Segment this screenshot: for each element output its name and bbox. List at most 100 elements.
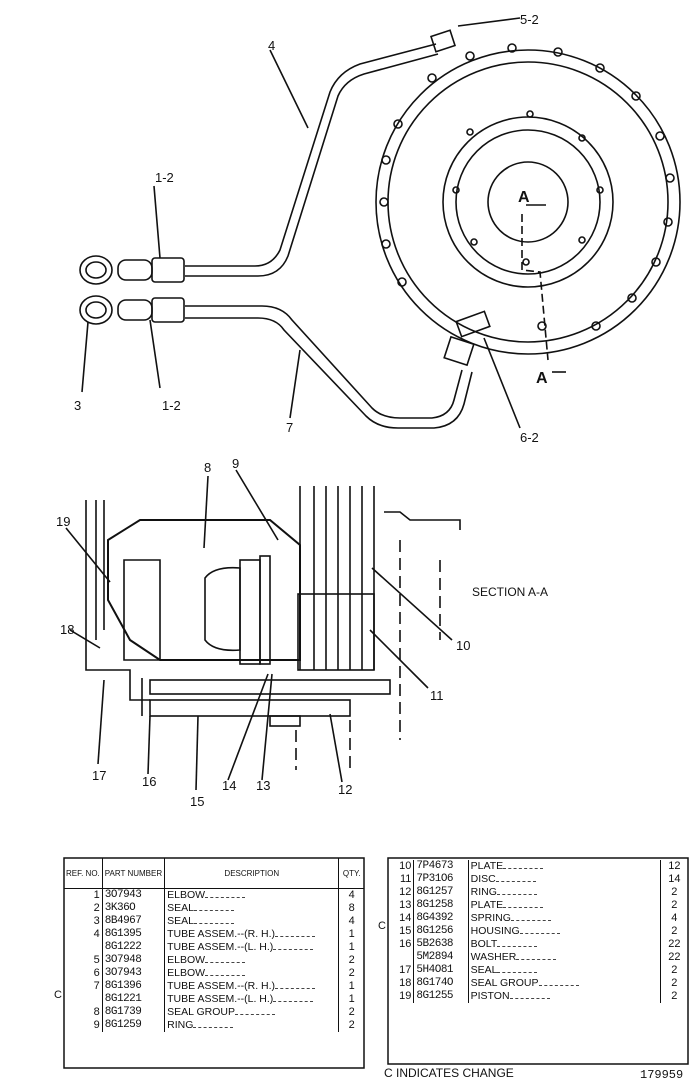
description-text: SPRING (470, 912, 511, 924)
cell-ref: 16 (388, 938, 415, 951)
cell-qty: 2 (671, 899, 678, 911)
cell-qty: 1 (348, 993, 355, 1005)
cell-ref: 19 (388, 990, 415, 1003)
leader-dashes (510, 920, 551, 921)
cell-ref: 12 (388, 886, 415, 899)
description-text: DISC (470, 873, 496, 885)
callout-11: 11 (430, 688, 444, 703)
cell-part: 3O7948 (102, 954, 166, 967)
leader-dashes (516, 959, 557, 960)
header-qty: QTY. (342, 868, 361, 878)
cell-desc: SEAL GROUP (164, 1006, 340, 1019)
cell-part: 8G1396 (102, 980, 166, 993)
callout-1-2-upper: 1-2 (155, 170, 174, 185)
cell-part: 8G1739 (102, 1006, 166, 1019)
cell-desc: ELBOW (164, 967, 340, 980)
leader-dashes (193, 923, 234, 924)
cell-qty: 2 (671, 990, 678, 1002)
cell-desc: SEAL (468, 964, 661, 977)
callout-15: 15 (190, 794, 204, 809)
cell-ref: 17 (388, 964, 415, 977)
leader-dashes (275, 936, 316, 937)
description-text: SEAL (470, 964, 498, 976)
cell-part: 5M2894 (413, 951, 469, 964)
cell-desc: ELBOW (164, 888, 340, 902)
cell-ref: 15 (388, 925, 415, 938)
cell-ref: 5 (64, 954, 103, 967)
cell-qty: 14 (668, 873, 681, 885)
leader-dashes (205, 962, 246, 963)
header-desc: DESCRIPTION (164, 858, 340, 889)
description-text: ELBOW (167, 954, 206, 966)
cell-desc: TUBE ASSEM.--(R. H.) (164, 980, 340, 993)
cell-ref: 6 (64, 967, 103, 980)
description-text: TUBE ASSEM.--(L. H.) (167, 941, 274, 953)
cell-desc: WASHER (468, 951, 661, 964)
leader-dashes (205, 897, 246, 898)
cell-part: 3O7943 (102, 888, 166, 902)
cell-qty: 1 (348, 928, 355, 940)
leader-dashes (509, 998, 550, 999)
drawing-number: 179959 (640, 1068, 684, 1082)
cell-desc: TUBE ASSEM.--(L. H.) (164, 941, 340, 954)
cell-part: 8G1258 (413, 899, 469, 912)
callout-19: 19 (56, 514, 70, 529)
cell-part: 8G1256 (413, 925, 469, 938)
cell-part: 8G1221 (102, 993, 166, 1006)
cell-ref: 10 (388, 860, 415, 873)
cell-part: 8G1222 (102, 941, 166, 954)
callout-10: 10 (456, 638, 470, 653)
description-text: TUBE ASSEM.--(R. H.) (167, 928, 276, 940)
cell-desc: PLATE (468, 899, 661, 912)
cell-qty: 2 (671, 977, 678, 989)
description-text: HOUSING (470, 925, 520, 937)
cell-qty: 2 (671, 886, 678, 898)
description-text: RING (470, 886, 497, 898)
cell-desc: RING (468, 886, 661, 899)
callout-9: 9 (232, 456, 239, 471)
leader-dashes (496, 894, 537, 895)
leader-dashes (503, 907, 544, 908)
leader-dashes (503, 868, 544, 869)
section-marker-lower: A (536, 370, 548, 387)
callout-16: 16 (142, 774, 156, 789)
description-text: SEAL GROUP (470, 977, 539, 989)
cell-part: 8G1255 (413, 990, 469, 1003)
leader-dashes (495, 881, 536, 882)
cell-qty: 4 (671, 912, 678, 924)
cell-desc: BOLT (468, 938, 661, 951)
cell-ref: 7 (64, 980, 103, 993)
header-ref: REF. NO. (64, 858, 103, 889)
description-text: TUBE ASSEM.--(L. H.) (167, 993, 274, 1005)
cell-qty: 12 (668, 860, 681, 872)
cell-part: 3O7943 (102, 967, 166, 980)
cell-qty: 8 (348, 902, 355, 914)
callout-1-2-lower: 1-2 (162, 398, 181, 413)
cell-part: 8G4392 (413, 912, 469, 925)
section-label: SECTION A-A (472, 585, 548, 599)
cell-part: 8G1259 (102, 1019, 166, 1032)
callout-8: 8 (204, 460, 211, 475)
description-text: ELBOW (167, 889, 206, 901)
cell-desc: TUBE ASSEM.--(L. H.) (164, 993, 340, 1006)
cell-desc: SPRING (468, 912, 661, 925)
cell-ref: 4 (64, 928, 103, 941)
leader-dashes (538, 985, 579, 986)
cell-ref: 18 (388, 977, 415, 990)
callout-17: 17 (92, 768, 106, 783)
leader-dashes (205, 975, 246, 976)
cell-qty: 4 (348, 915, 355, 927)
